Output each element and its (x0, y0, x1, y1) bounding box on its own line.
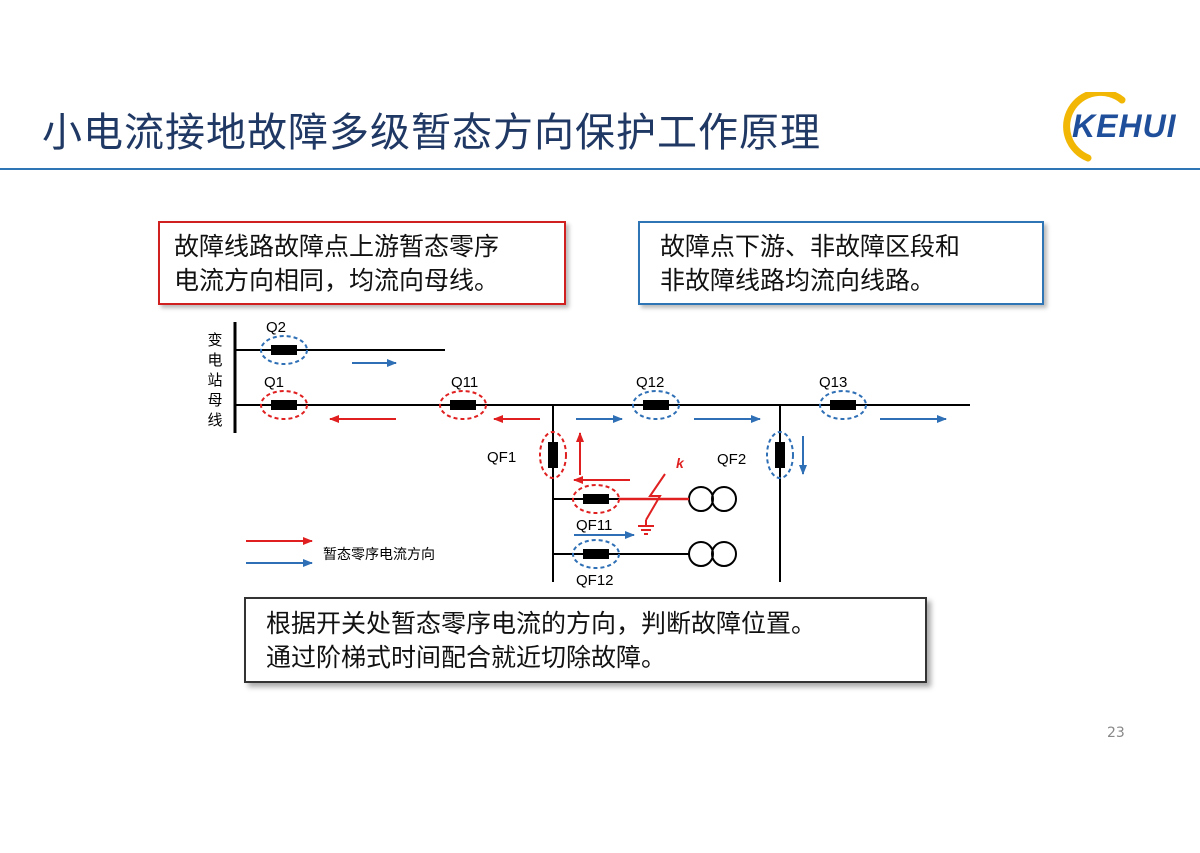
transformer-icon (688, 541, 737, 567)
switch-label-qf11: QF11 (576, 517, 612, 534)
switch-label-qf2: QF2 (717, 451, 746, 468)
busbar-label-char: 母 (207, 392, 222, 409)
switch-label-q13: Q13 (819, 374, 847, 391)
downstream-note: 故障点下游、非故障区段和 非故障线路均流向线路。 (638, 221, 1044, 305)
fault-point-label: k (676, 455, 685, 471)
switch-label-qf12: QF12 (576, 572, 614, 589)
busbar-label-char: 电 (207, 352, 222, 369)
page-title: 小电流接地故障多级暂态方向保护工作原理 (42, 110, 821, 156)
ground-icon (638, 520, 654, 535)
summary-note: 根据开关处暂态零序电流的方向，判断故障位置。 通过阶梯式时间配合就近切除故障。 (244, 597, 927, 683)
switch-q13 (819, 390, 867, 420)
fault-lightning-icon (645, 473, 666, 521)
switch-q2 (260, 335, 308, 365)
switch-label-q12: Q12 (636, 374, 664, 391)
downstream-note-line1: 故障点下游、非故障区段和 (660, 232, 961, 261)
downstream-note-line2: 非故障线路均流向线路。 (660, 266, 936, 295)
busbar-label: 变 电 站 母 线 (207, 332, 222, 429)
page-number: 23 (1107, 725, 1125, 741)
summary-note-line1: 根据开关处暂态零序电流的方向，判断故障位置。 (266, 609, 817, 638)
switch-qf1 (539, 431, 567, 479)
switch-q11 (439, 390, 487, 420)
switch-qf12 (572, 539, 620, 569)
switch-label-q2: Q2 (266, 319, 286, 336)
switch-label-qf1: QF1 (487, 449, 516, 466)
title-divider (0, 168, 1200, 170)
logo-text: KEHUI (1072, 108, 1177, 144)
legend-label: 暂态零序电流方向 (323, 546, 435, 562)
upstream-note-line2: 电流方向相同，均流向母线。 (174, 266, 500, 295)
busbar-label-char: 变 (207, 332, 222, 349)
switch-q12 (632, 390, 680, 420)
switch-label-q11: Q11 (451, 374, 478, 391)
busbar-label-char: 站 (207, 372, 222, 389)
switch-qf2 (766, 431, 794, 479)
upstream-note: 故障线路故障点上游暂态零序 电流方向相同，均流向母线。 (158, 221, 566, 305)
busbar-label-char: 线 (207, 412, 222, 429)
upstream-note-line1: 故障线路故障点上游暂态零序 (174, 232, 500, 261)
switch-label-q1: Q1 (264, 374, 284, 391)
transformer-icon (688, 486, 737, 512)
logo-arc-icon (1063, 88, 1126, 162)
kehui-logo: KEHUI (1060, 88, 1195, 166)
summary-note-line2: 通过阶梯式时间配合就近切除故障。 (266, 643, 667, 672)
switch-q1 (260, 390, 308, 420)
